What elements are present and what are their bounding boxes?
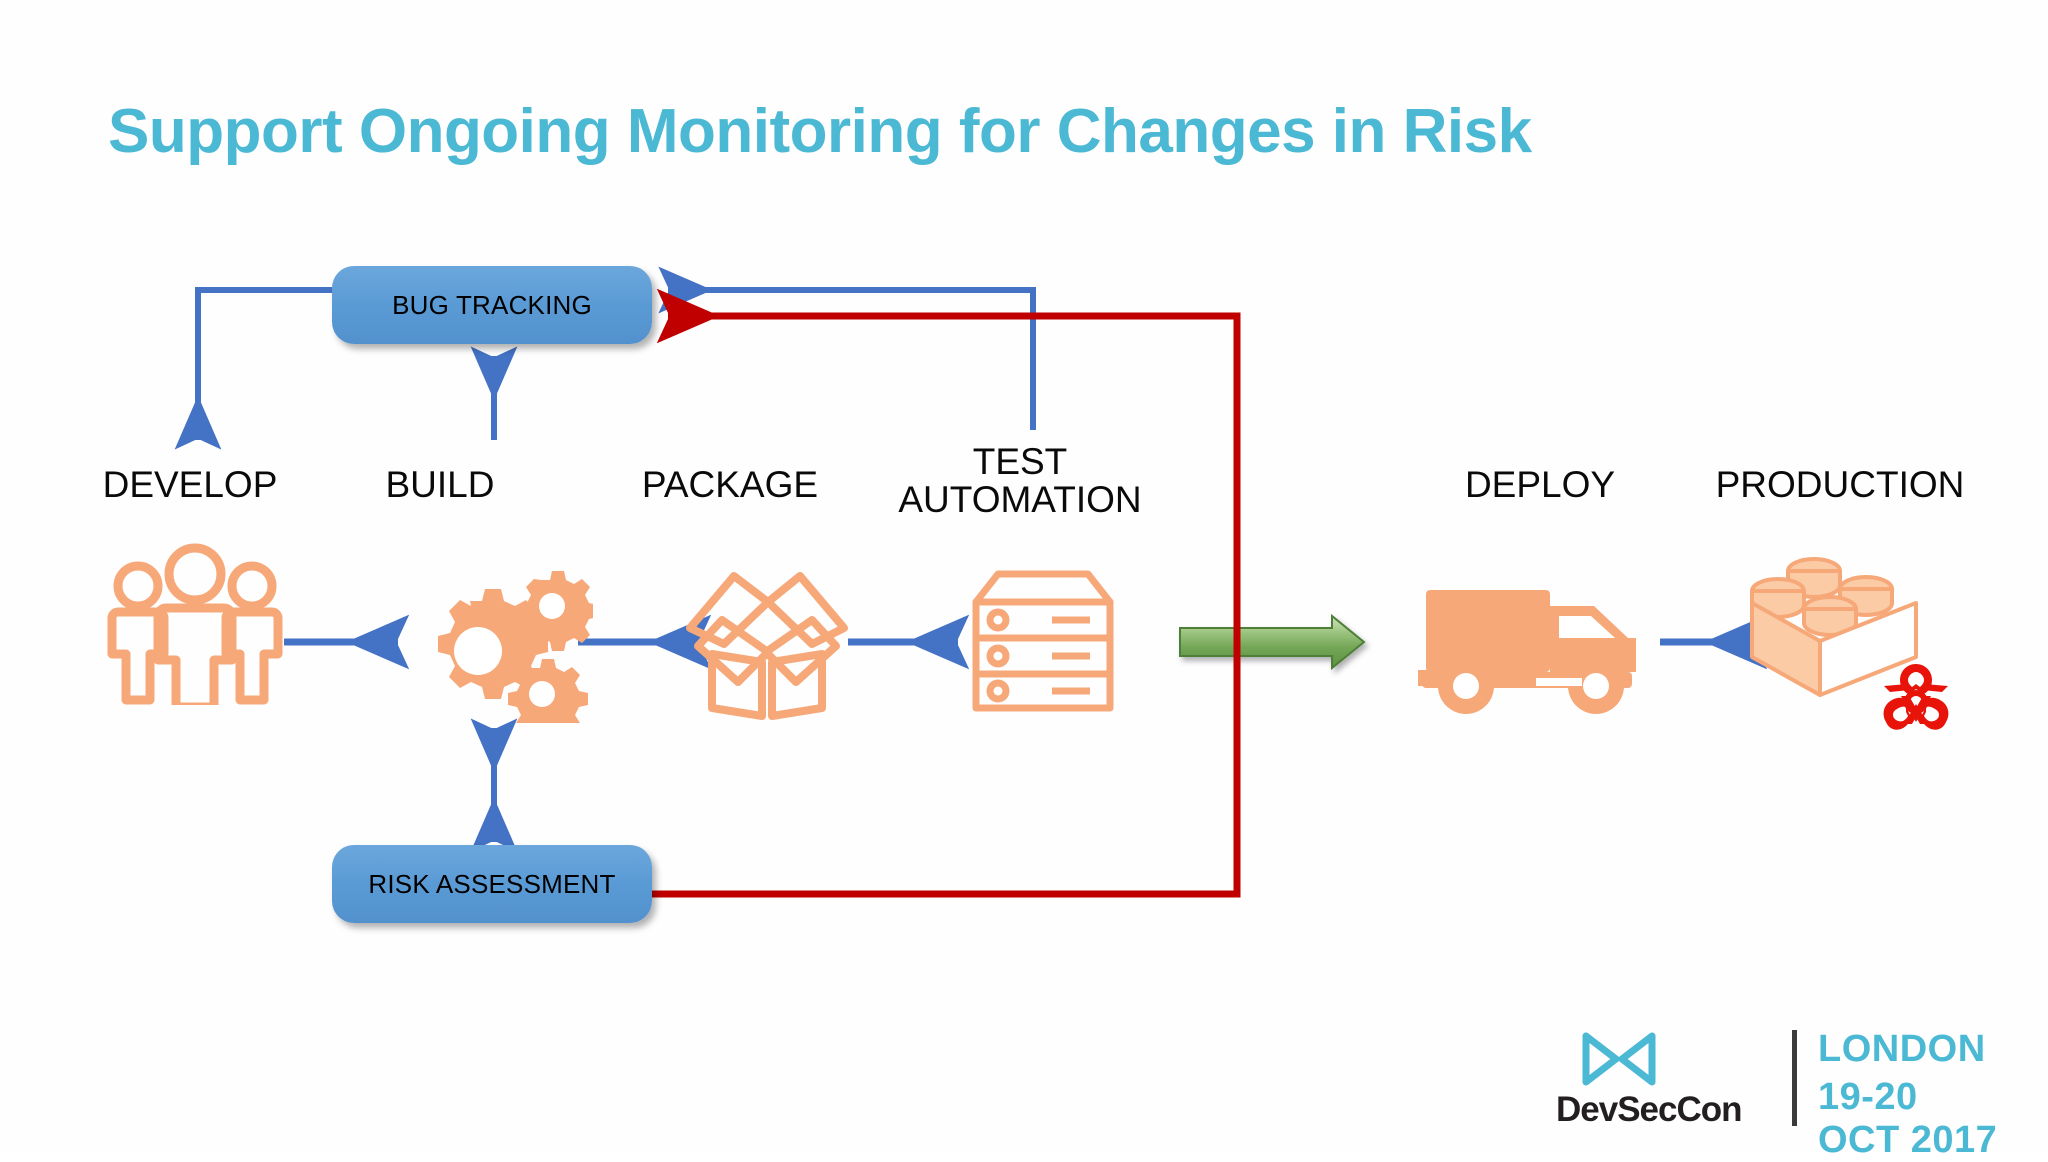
devseccon-footer-logo: DevSecCon LONDON 19-20 OCT 2017 [1556,1028,2006,1161]
risk-assessment-label: RISK ASSESSMENT [368,868,616,899]
logo-dates-label: 19-20 OCT 2017 [1818,1076,1998,1161]
lego-brick-icon [1740,545,1930,705]
stage-label-production: PRODUCTION [1715,464,1965,505]
risk-assessment-box[interactable]: RISK ASSESSMENT [332,845,652,923]
stage-label-build: BUILD [385,464,495,505]
stage-label-deploy: DEPLOY [1464,464,1616,505]
page-title: Support Ongoing Monitoring for Changes i… [108,97,1532,166]
devseccon-wordmark: DevSecCon [1556,1090,1743,1129]
bowtie-logo-icon [1580,1030,1658,1088]
stage-label-develop: DEVELOP [102,464,278,505]
logo-city-label: LONDON [1818,1028,1986,1070]
bug-tracking-box[interactable]: BUG TRACKING [332,266,652,344]
gate-arrow-green [1179,613,1366,671]
people-icon [100,540,290,712]
open-box-icon [672,558,862,720]
delivery-truck-icon [1418,572,1643,722]
stage-label-package: PACKAGE [641,464,819,505]
biohazard-icon [1868,650,1964,746]
gears-icon [408,568,598,739]
wire-bugtracking-to-develop [174,287,332,450]
stage-label-test-automation: TEST AUTOMATION [898,441,1142,520]
wire-test-to-bugtracking [658,266,1036,430]
logo-divider [1792,1030,1797,1126]
bug-tracking-label: BUG TRACKING [392,289,592,320]
server-rack-icon [968,568,1118,713]
